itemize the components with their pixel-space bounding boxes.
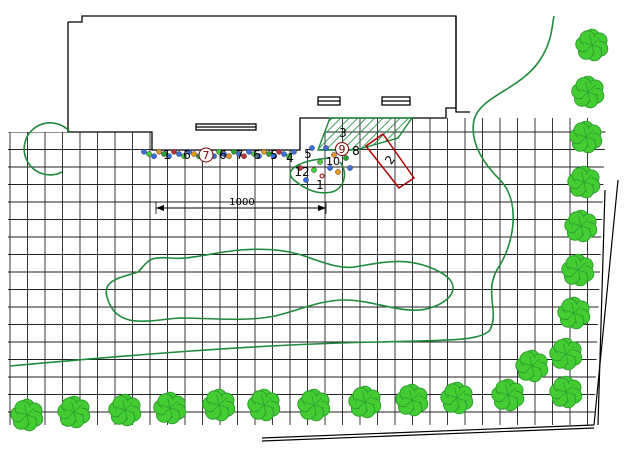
flower-icon xyxy=(276,148,282,155)
tree-icon xyxy=(557,296,591,330)
flower-icon xyxy=(256,153,262,159)
flower-icon xyxy=(241,153,247,159)
tree-icon xyxy=(575,28,609,62)
flower-icon xyxy=(266,151,272,157)
tree-icon xyxy=(549,375,583,409)
flower-icon xyxy=(156,148,162,155)
plant-label-1b: 1 xyxy=(316,178,324,192)
flower-icon xyxy=(286,153,292,159)
flower-icon xyxy=(303,177,309,183)
plant-label-1a: 1 xyxy=(163,148,171,162)
flower-icon xyxy=(146,151,152,157)
plant-number-labels: 1 6 7 6 7 6 5 4 12 5 3 9 8 10 1 2 xyxy=(163,126,398,192)
flower-icon xyxy=(323,145,329,151)
tree-icon xyxy=(440,381,474,415)
garden-paths xyxy=(9,15,555,367)
flower-icon xyxy=(297,165,303,171)
plant-label-6b: 6 xyxy=(219,148,227,162)
tree-icon xyxy=(153,391,187,425)
flower-icon xyxy=(331,152,337,158)
flower-icon xyxy=(246,148,252,155)
dimension-1000: 1000 xyxy=(155,197,327,214)
tree-icon xyxy=(491,378,525,412)
tree-icon xyxy=(57,395,91,429)
plant-label-7b: 7 xyxy=(236,148,244,162)
flower-icon xyxy=(261,148,267,155)
flower-icon xyxy=(236,151,242,157)
tree-icon xyxy=(297,388,331,422)
plant-label-8a: 8 xyxy=(352,144,360,158)
tree-icon xyxy=(515,349,549,383)
tree-icon xyxy=(561,253,595,287)
flower-icon xyxy=(231,148,237,155)
hatched-terrace xyxy=(316,117,414,151)
flower-icon xyxy=(335,169,341,175)
flower-icon xyxy=(181,153,187,159)
plant-label-2a: 2 xyxy=(382,153,398,167)
flower-icon xyxy=(309,145,315,151)
tree-icon xyxy=(569,120,603,154)
flower-icon xyxy=(317,159,323,165)
flower-icon xyxy=(311,167,317,173)
flower-icon xyxy=(191,151,197,157)
plant-label-7a: 7 xyxy=(203,149,210,162)
flower-icon xyxy=(291,148,297,155)
flower-icon xyxy=(226,153,232,159)
flower-icon xyxy=(166,153,172,159)
flower-icon xyxy=(221,151,227,157)
flower-icon xyxy=(271,153,277,159)
flower-icon xyxy=(171,148,177,155)
plant-label-5a: 5 xyxy=(270,148,278,162)
plant-label-9a: 9 xyxy=(339,143,346,156)
plant-label-3a: 3 xyxy=(339,126,347,140)
dimension-label: 1000 xyxy=(229,197,254,208)
plant-label-4a: 4 xyxy=(286,151,294,165)
circle-7a xyxy=(198,147,214,163)
bed-2 xyxy=(364,132,416,190)
tree-icon xyxy=(348,385,382,419)
tree-icon xyxy=(202,388,236,422)
flower-icon xyxy=(216,148,222,155)
flower-icon xyxy=(347,165,353,171)
flower-icon xyxy=(281,151,287,157)
plant-label-5b: 5 xyxy=(304,147,312,161)
house-outline xyxy=(67,15,470,151)
tree-icon xyxy=(247,388,281,422)
flower-icon xyxy=(161,151,167,157)
flower-icon xyxy=(251,151,257,157)
tree-icon xyxy=(549,337,583,371)
left-arc xyxy=(23,122,71,176)
flower-icon xyxy=(176,151,182,157)
circle-9a xyxy=(335,142,349,156)
flower-icon xyxy=(327,165,333,171)
plant-label-12a: 12 xyxy=(294,165,309,179)
boundary-lines xyxy=(261,179,619,442)
tree-icon xyxy=(564,209,598,243)
plant-label-10a: 10 xyxy=(326,155,340,168)
flower-icon xyxy=(186,148,192,155)
plant-label-6a: 6 xyxy=(183,148,191,162)
flower-icon xyxy=(343,155,349,161)
plant-label-6c: 6 xyxy=(253,148,261,162)
tree-icon xyxy=(10,398,44,432)
tree-icon xyxy=(395,383,429,417)
trees xyxy=(10,28,609,432)
tree-icon xyxy=(571,75,605,109)
tree-icon xyxy=(108,393,142,427)
flower-icon xyxy=(151,153,157,159)
flower-icon xyxy=(141,148,147,155)
tree-icon xyxy=(567,165,601,199)
